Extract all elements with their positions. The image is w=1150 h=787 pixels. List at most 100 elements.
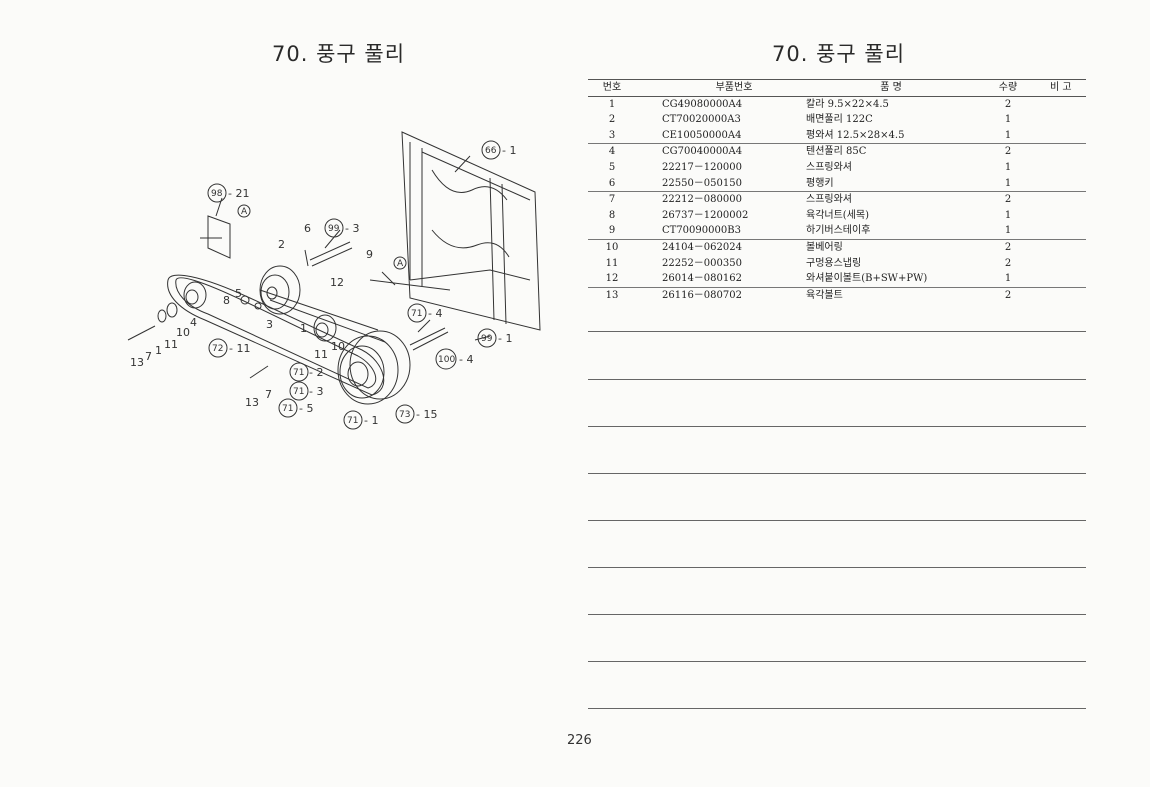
blank-rule	[588, 379, 1086, 380]
row-qty: 1	[1004, 161, 1012, 173]
table-row: 13 26116－080702 육각볼트 2	[588, 286, 1086, 304]
row-part-no: CE10050000A4	[662, 129, 742, 141]
table-row: 1 CG49080000A4 칼라 9.5×22×4.5 2	[588, 96, 1086, 112]
row-qty: 1	[1004, 225, 1012, 237]
row-name: 육각너트(세목)	[806, 209, 870, 221]
row-part-no: CT70090000B3	[662, 225, 741, 237]
table-row: 12 26014－080162 와셔붙이볼트(B+SW+PW) 1	[588, 271, 1086, 287]
table-row: 4 CG70040000A4 텐션풀리 85C 2	[588, 143, 1086, 160]
row-part-no: 22550－050150	[662, 177, 742, 189]
row-remark	[1040, 96, 1086, 112]
ref-99-1-code: 99	[481, 334, 493, 344]
table-header-row: 번호 부품번호 품 명 수량 비 고	[588, 79, 1086, 97]
row-part-no: CT70020000A3	[662, 114, 741, 126]
row-part-no: CG49080000A4	[662, 98, 743, 110]
ref-71-5-code: 71	[282, 404, 293, 414]
row-no: 12	[605, 273, 619, 285]
row-qty: 1	[1004, 273, 1012, 285]
ref-71-4-suffix: - 4	[428, 307, 442, 320]
ref-71-3-code: 71	[293, 387, 304, 397]
row-no: 13	[588, 286, 636, 304]
row-part-no: CG70040000A4	[636, 143, 806, 160]
row-name: 구멍용스냅링	[806, 257, 862, 269]
callout-11-mid: 11	[314, 348, 328, 361]
row-remark	[1040, 223, 1086, 239]
ref-66-suffix: - 1	[502, 144, 516, 157]
ref-71-4-code: 71	[411, 309, 422, 319]
callout-2: 2	[278, 238, 285, 251]
row-remark	[1040, 256, 1086, 272]
ref-71-1-code: 71	[347, 416, 358, 426]
row-remark	[1040, 112, 1086, 128]
row-remark	[1040, 143, 1086, 160]
row-part-no: 26737－1200002	[662, 209, 749, 221]
row-qty: 2	[976, 238, 1040, 256]
col-header-name: 품 명	[806, 79, 976, 97]
table-row: 10 24104－062024 볼베어링 2	[588, 238, 1086, 256]
row-no: 6	[608, 177, 616, 189]
blank-rule	[588, 331, 1086, 332]
row-name: 평와셔 12.5×28×4.5	[806, 129, 905, 141]
table-row: 8 26737－1200002 육각너트(세목) 1	[588, 208, 1086, 224]
table-row: 5 22217－120000 스프링와셔 1	[588, 160, 1086, 176]
row-name: 와셔붙이볼트(B+SW+PW)	[806, 273, 928, 285]
callout-11-left: 11	[164, 338, 178, 351]
row-qty: 1	[1004, 129, 1012, 141]
table-row: 9 CT70090000B3 하기버스테이후 1	[588, 223, 1086, 239]
page-number: 226	[567, 733, 592, 748]
row-name: 평행키	[806, 177, 834, 189]
table-row: 11 22252－000350 구멍용스냅링 2	[588, 256, 1086, 272]
ref-99-1-suffix: - 1	[498, 332, 512, 345]
page-title-right: 70. 풍구 풀리	[772, 42, 906, 66]
row-qty: 1	[1004, 209, 1012, 221]
callout-5: 5	[235, 287, 242, 300]
row-name: 스프링와셔	[806, 191, 976, 208]
ref-72-code: 72	[212, 344, 223, 354]
row-remark	[1040, 238, 1086, 256]
callout-6: 6	[304, 222, 311, 235]
ref-71-2-suffix: - 2	[309, 366, 323, 379]
ref-71-1-suffix: - 1	[364, 414, 378, 427]
blank-rule	[588, 708, 1086, 709]
callout-8: 8	[223, 294, 230, 307]
row-no: 2	[608, 114, 616, 126]
blank-rule	[588, 567, 1086, 568]
row-qty: 2	[1004, 98, 1012, 110]
blank-rule	[588, 661, 1086, 662]
table-row: 7 22212－080000 스프링와셔 2	[588, 191, 1086, 208]
fan-frame-drawing	[369, 131, 541, 331]
row-no: 11	[605, 257, 619, 269]
row-qty: 2	[1004, 257, 1012, 269]
parts-list-table: 번호 부품번호 품 명 수량 비 고 1 CG49080000A4 칼라 9.5…	[588, 79, 1086, 304]
table-row: 6 22550－050150 평행키 1	[588, 176, 1086, 192]
row-name: 칼라 9.5×22×4.5	[806, 98, 889, 110]
callout-1-left: 1	[155, 344, 162, 357]
row-remark	[1040, 160, 1086, 176]
row-no: 9	[608, 225, 616, 237]
ref-98-code: 98	[211, 189, 223, 199]
row-remark	[1040, 191, 1086, 208]
table-row: 2 CT70020000A3 배면풀리 122C 1	[588, 112, 1086, 128]
blank-rule	[588, 520, 1086, 521]
row-part-no: 26014－080162	[662, 273, 742, 285]
callout-12: 12	[330, 276, 344, 289]
row-qty: 2	[976, 143, 1040, 160]
ref-99-3-code: 99	[328, 224, 340, 234]
ref-100-code: 100	[438, 355, 455, 365]
row-part-no: 22252－000350	[662, 257, 742, 269]
callout-10-mid: 10	[331, 340, 345, 353]
callout-1-upper: 1	[300, 322, 307, 335]
callout-10-left: 10	[176, 326, 190, 339]
row-name: 볼베어링	[806, 238, 976, 256]
callout-13-left: 13	[130, 356, 144, 369]
col-header-remark: 비 고	[1040, 79, 1086, 97]
row-no: 5	[608, 161, 616, 173]
table-row: 3 CE10050000A4 평와셔 12.5×28×4.5 1	[588, 128, 1086, 144]
row-part-no: 22212－080000	[636, 191, 806, 208]
row-remark	[1040, 208, 1086, 224]
marker-a-left: A	[241, 207, 248, 217]
ref-73-code: 73	[399, 410, 410, 420]
callout-9: 9	[366, 248, 373, 261]
row-no: 8	[608, 209, 616, 221]
row-no: 1	[608, 98, 616, 110]
